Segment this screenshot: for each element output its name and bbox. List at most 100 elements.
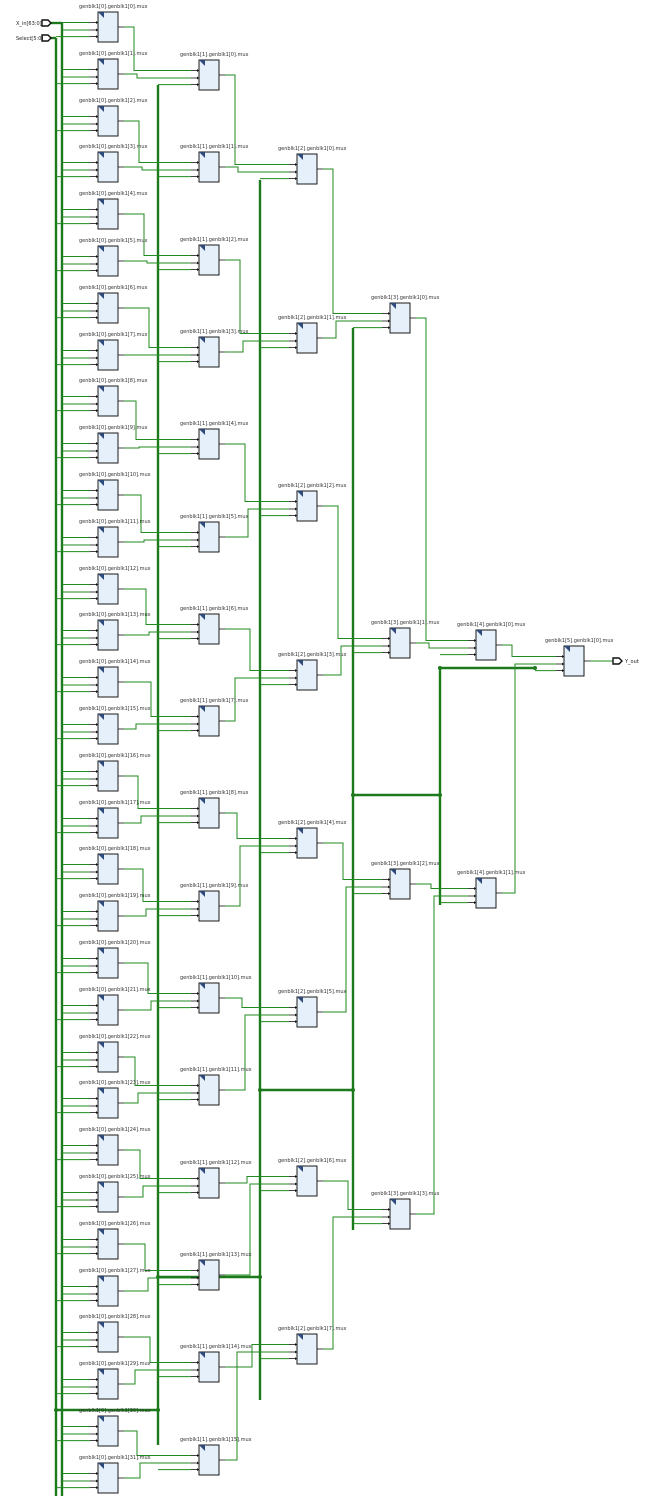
input-port-x-in[interactable]: X_in[63:0] [16,19,52,27]
mux-instance-label: genblk1[0].genblk1[27].mux [79,1268,151,1274]
mux-block[interactable]: genblk1[0].genblk1[1].mux [79,51,148,90]
mux-block[interactable]: genblk1[4].genblk1[1].mux [457,870,526,909]
mux-block[interactable]: genblk1[1].genblk1[4].mux [180,421,249,460]
mux-block[interactable]: genblk1[0].genblk1[5].mux [79,238,148,277]
mux-block[interactable]: genblk1[1].genblk1[8].mux [180,790,249,829]
mux-block[interactable]: genblk1[1].genblk1[12].mux [180,1160,252,1199]
mux-instance-label: genblk1[0].genblk1[12].mux [79,566,151,572]
mux-block[interactable]: genblk1[0].genblk1[27].mux [79,1268,151,1307]
mux-block[interactable]: genblk1[1].genblk1[3].mux [180,329,249,368]
mux-block[interactable]: genblk1[0].genblk1[25].mux [79,1174,151,1213]
mux-block[interactable]: genblk1[3].genblk1[3].mux [371,1191,440,1230]
mux-block[interactable]: genblk1[0].genblk1[18].mux [79,846,151,885]
mux-block[interactable]: genblk1[1].genblk1[15].mux [180,1437,252,1476]
junction-dot [438,666,442,670]
mux-block[interactable]: genblk1[1].genblk1[11].mux [180,1067,252,1106]
mux-block-icon [98,620,104,626]
mux-block[interactable]: genblk1[0].genblk1[16].mux [79,753,151,792]
mux-block[interactable]: genblk1[2].genblk1[7].mux [278,1326,347,1365]
mux-block[interactable]: genblk1[1].genblk1[9].mux [180,883,249,922]
output-port-y-out[interactable]: Y_out [612,657,639,665]
mux-block[interactable]: genblk1[2].genblk1[0].mux [278,146,347,185]
mux-block[interactable]: genblk1[0].genblk1[29].mux [79,1361,151,1400]
signal-wire [225,677,289,722]
mux-block[interactable]: genblk1[1].genblk1[2].mux [180,237,249,276]
signal-wire [323,886,382,1013]
mux-block[interactable]: genblk1[0].genblk1[3].mux [79,144,148,183]
mux-block[interactable]: genblk1[0].genblk1[31].mux [79,1455,151,1494]
junction-dot [438,793,442,797]
mux-block[interactable]: genblk1[3].genblk1[1].mux [371,620,440,659]
mux-block[interactable]: genblk1[3].genblk1[2].mux [371,861,440,900]
mux-block[interactable]: genblk1[0].genblk1[12].mux [79,566,151,605]
mux-instance-label: genblk1[3].genblk1[0].mux [371,295,440,301]
mux-block-icon [98,433,104,439]
mux-block[interactable]: genblk1[1].genblk1[5].mux [180,514,249,553]
mux-block[interactable]: genblk1[0].genblk1[8].mux [79,378,148,417]
mux-block[interactable]: genblk1[2].genblk1[4].mux [278,820,347,859]
mux-block[interactable]: genblk1[0].genblk1[10].mux [79,472,151,511]
mux-instance-label: genblk1[3].genblk1[3].mux [371,1191,440,1197]
mux-block[interactable]: genblk1[1].genblk1[13].mux [180,1252,252,1291]
mux-block[interactable]: genblk1[0].genblk1[0].mux [79,4,148,43]
signal-wire [225,508,289,538]
mux-block[interactable]: genblk1[0].genblk1[2].mux [79,98,148,137]
mux-block[interactable]: genblk1[1].genblk1[10].mux [180,975,252,1014]
mux-block-icon [199,337,205,343]
mux-block[interactable]: genblk1[0].genblk1[11].mux [79,519,151,558]
mux-instance-label: genblk1[0].genblk1[23].mux [79,1080,151,1086]
signal-wire [124,1243,191,1271]
mux-block[interactable]: genblk1[4].genblk1[0].mux [457,622,526,661]
mux-instance-label: genblk1[0].genblk1[7].mux [79,332,148,338]
mux-block[interactable]: genblk1[1].genblk1[7].mux [180,698,249,737]
mux-block-icon [199,1075,205,1081]
mux-block[interactable]: genblk1[0].genblk1[22].mux [79,1034,151,1073]
input-port-select[interactable]: Select[5:0] [16,34,52,42]
mux-instance-label: genblk1[1].genblk1[6].mux [180,606,249,612]
mux-block[interactable]: genblk1[0].genblk1[26].mux [79,1221,151,1260]
mux-block[interactable]: genblk1[0].genblk1[13].mux [79,612,151,651]
signal-wire [502,644,556,657]
mux-instance-label: genblk1[1].genblk1[5].mux [180,514,249,520]
wire-layer [56,22,613,1489]
signal-wire [225,1183,289,1276]
signal-wire [323,320,382,339]
signal-wire [416,895,468,1215]
mux-block[interactable]: genblk1[1].genblk1[14].mux [180,1344,252,1383]
mux-block[interactable]: genblk1[0].genblk1[21].mux [79,987,151,1026]
mux-block[interactable]: genblk1[0].genblk1[6].mux [79,285,148,324]
mux-block[interactable]: genblk1[0].genblk1[24].mux [79,1127,151,1166]
mux-block-icon [98,12,104,18]
mux-block[interactable]: genblk1[0].genblk1[20].mux [79,940,151,979]
mux-block[interactable]: genblk1[3].genblk1[0].mux [371,295,440,334]
mux-block-icon [98,1369,104,1375]
mux-block[interactable]: genblk1[0].genblk1[15].mux [79,706,151,745]
signal-wire [416,317,468,641]
mux-block[interactable]: genblk1[0].genblk1[4].mux [79,191,148,230]
junction-dot [156,1408,160,1412]
signal-wire [323,842,382,880]
mux-block-icon [297,323,303,329]
mux-block[interactable]: genblk1[0].genblk1[30].mux [79,1408,151,1447]
mux-block[interactable]: genblk1[0].genblk1[28].mux [79,1314,151,1353]
mux-block-icon [98,106,104,112]
mux-block[interactable]: genblk1[0].genblk1[7].mux [79,332,148,371]
mux-block[interactable]: genblk1[2].genblk1[2].mux [278,483,347,522]
signal-wire [124,962,191,994]
signal-wire [225,443,289,502]
mux-block[interactable]: genblk1[1].genblk1[1].mux [180,144,249,183]
mux-block[interactable]: genblk1[5].genblk1[0].mux [545,638,614,677]
mux-block[interactable]: genblk1[0].genblk1[23].mux [79,1080,151,1119]
mux-block-icon [98,199,104,205]
mux-block[interactable]: genblk1[0].genblk1[14].mux [79,659,151,698]
mux-block[interactable]: genblk1[2].genblk1[3].mux [278,652,347,691]
mux-block[interactable]: genblk1[1].genblk1[0].mux [180,52,249,91]
mux-block[interactable]: genblk1[2].genblk1[1].mux [278,315,347,354]
mux-block-icon [199,429,205,435]
mux-block[interactable]: genblk1[2].genblk1[5].mux [278,989,347,1028]
mux-block[interactable]: genblk1[0].genblk1[9].mux [79,425,148,464]
mux-block[interactable]: genblk1[1].genblk1[6].mux [180,606,249,645]
mux-block[interactable]: genblk1[0].genblk1[19].mux [79,893,151,932]
mux-block[interactable]: genblk1[0].genblk1[17].mux [79,800,151,839]
mux-block[interactable]: genblk1[2].genblk1[6].mux [278,1158,347,1197]
